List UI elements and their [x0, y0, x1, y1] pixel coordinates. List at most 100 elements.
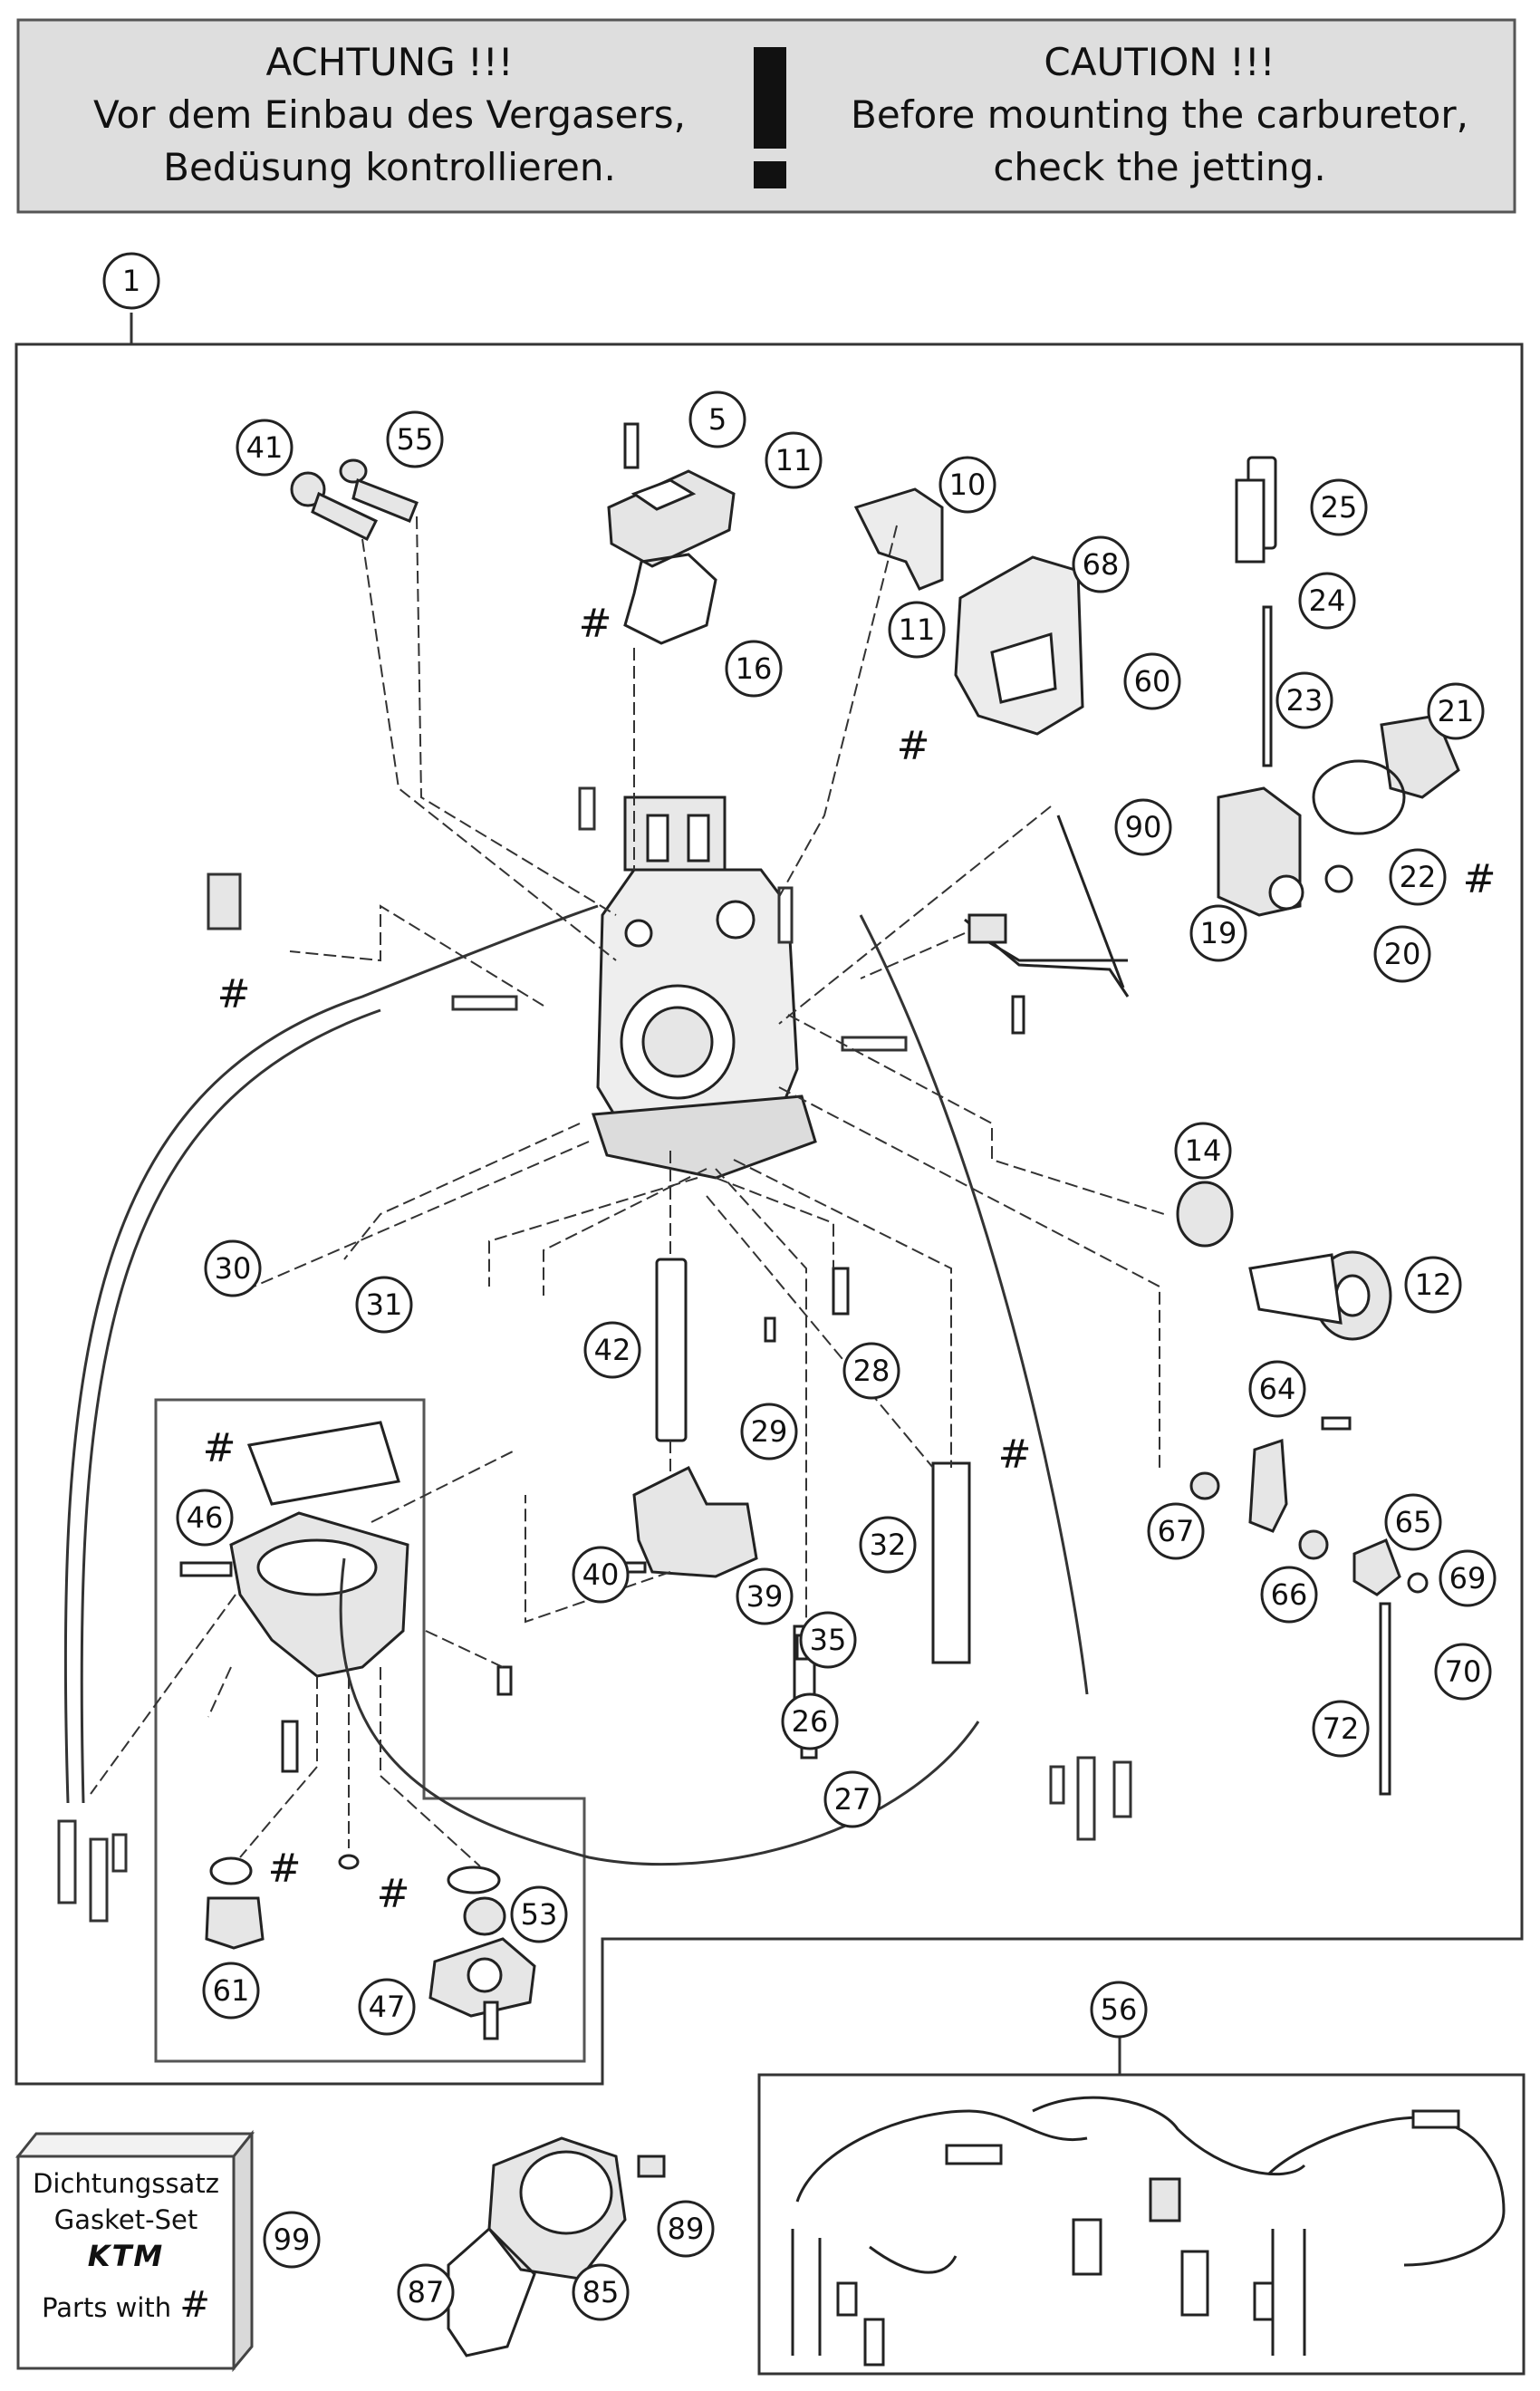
callout-label: 21 — [1438, 694, 1475, 728]
float-bowl-icon — [179, 1421, 513, 1773]
callout-89: 89 — [657, 2200, 715, 2258]
accelerator-pump-icon — [205, 1854, 536, 2040]
callout-circle — [938, 456, 996, 514]
gasket-set-hash: # — [179, 2284, 210, 2326]
intake-manifold-icon — [447, 2136, 666, 2357]
callout-label: 31 — [366, 1287, 403, 1322]
gasket-set-box — [14, 2129, 255, 2373]
callout-label: 60 — [1134, 664, 1171, 699]
callout-53: 53 — [510, 1885, 568, 1943]
callout-69: 69 — [1439, 1549, 1497, 1607]
callout-label: 42 — [594, 1333, 631, 1367]
callout-circle — [781, 1692, 839, 1750]
callout-label: 70 — [1445, 1654, 1482, 1689]
hash-mark: # — [1463, 856, 1497, 902]
callout-circle — [204, 1239, 262, 1297]
callout-32: 32 — [859, 1516, 917, 1574]
callout-label: 26 — [792, 1704, 829, 1739]
callout-20: 20 — [1373, 925, 1431, 983]
callout-label: 22 — [1400, 860, 1437, 894]
gasket-set-line3: Parts with — [42, 2292, 172, 2323]
callout-64: 64 — [1248, 1360, 1306, 1418]
callout-label: 61 — [213, 1973, 250, 2008]
callout-label: 19 — [1200, 916, 1237, 950]
callout-circle — [510, 1885, 568, 1943]
callout-label: 46 — [187, 1500, 224, 1535]
callout-12: 12 — [1404, 1256, 1462, 1314]
callout-11: 11 — [765, 431, 823, 489]
callout-label: 40 — [582, 1557, 620, 1592]
throttle-valve-icon — [1176, 1181, 1392, 1341]
callout-label: 41 — [246, 430, 284, 465]
callout-66: 66 — [1260, 1566, 1318, 1624]
hash-layer: ######## — [203, 601, 1497, 1917]
caution-english: CAUTION !!! Before mounting the carburet… — [815, 36, 1504, 194]
callout-5: 5 — [688, 390, 746, 448]
callout-67: 67 — [1147, 1502, 1205, 1560]
callout-16: 16 — [725, 640, 783, 698]
caution-en-line2: Before mounting the carburetor, — [851, 92, 1468, 137]
callout-circle — [386, 410, 444, 468]
callout-circle — [1404, 1256, 1462, 1314]
callout-circle — [725, 640, 783, 698]
callout-30: 30 — [204, 1239, 262, 1297]
hash-mark: # — [203, 1425, 236, 1471]
callout-21: 21 — [1427, 682, 1485, 740]
callout-35: 35 — [799, 1611, 857, 1669]
gasket-set-line2: Gasket-Set — [53, 2204, 198, 2235]
callout-circle — [823, 1770, 881, 1828]
callout-circle — [263, 2211, 321, 2269]
callout-circle — [1373, 925, 1431, 983]
caution-german: ACHTUNG !!! Vor dem Einbau des Vergasers… — [54, 36, 725, 194]
callout-11: 11 — [888, 601, 946, 659]
callout-28: 28 — [842, 1342, 900, 1400]
callout-circle — [1174, 1122, 1232, 1180]
callout-42: 42 — [583, 1321, 641, 1379]
callout-26: 26 — [781, 1692, 839, 1750]
callout-24: 24 — [1298, 572, 1356, 630]
callout-circle — [859, 1516, 917, 1574]
exclamation-icon — [754, 47, 786, 188]
hash-mark: # — [217, 971, 251, 1017]
callout-circle — [842, 1342, 900, 1400]
float-bowl-frame — [154, 1398, 586, 2063]
callout-circle — [765, 431, 823, 489]
callout-41: 41 — [236, 419, 294, 477]
callout-label: 27 — [834, 1782, 871, 1817]
callout-label: 1 — [122, 264, 140, 298]
callout-label: 11 — [899, 612, 936, 647]
callout-label: 35 — [810, 1623, 847, 1657]
callout-label: 69 — [1449, 1561, 1487, 1596]
callout-label: 39 — [746, 1579, 784, 1614]
callout-circle — [688, 390, 746, 448]
callout-circle — [736, 1567, 794, 1625]
gasket-set-parts-with: Parts with # — [20, 2287, 232, 2326]
callout-85: 85 — [572, 2263, 630, 2321]
callout-label: 87 — [408, 2275, 445, 2309]
callout-circle — [355, 1276, 413, 1334]
callout-circle — [202, 1962, 260, 2020]
choke-icon — [1217, 478, 1460, 917]
callout-circle — [1275, 671, 1333, 729]
callout-label: 56 — [1101, 1992, 1138, 2027]
carburetor-body-icon — [591, 795, 817, 1180]
callout-1: 1 — [102, 252, 160, 310]
caution-de-line2: Vor dem Einbau des Vergasers, — [93, 92, 686, 137]
callout-circle — [572, 2263, 630, 2321]
hash-mark: # — [897, 723, 930, 769]
callout-circle — [1123, 652, 1181, 710]
cable-icon — [964, 815, 1130, 1035]
callout-70: 70 — [1434, 1643, 1492, 1701]
float-icon — [607, 1465, 758, 1578]
callout-label: 12 — [1415, 1268, 1452, 1302]
callout-label: 55 — [397, 422, 434, 457]
callout-circle — [1090, 1981, 1148, 2039]
callout-circle — [1248, 1360, 1306, 1418]
callout-label: 30 — [215, 1251, 252, 1286]
leader-lines — [90, 516, 1165, 1867]
callout-23: 23 — [1275, 671, 1333, 729]
callout-circle — [1189, 904, 1247, 962]
callout-10: 10 — [938, 456, 996, 514]
caution-en-line3: check the jetting. — [993, 145, 1326, 189]
callout-22: 22 — [1389, 848, 1447, 906]
